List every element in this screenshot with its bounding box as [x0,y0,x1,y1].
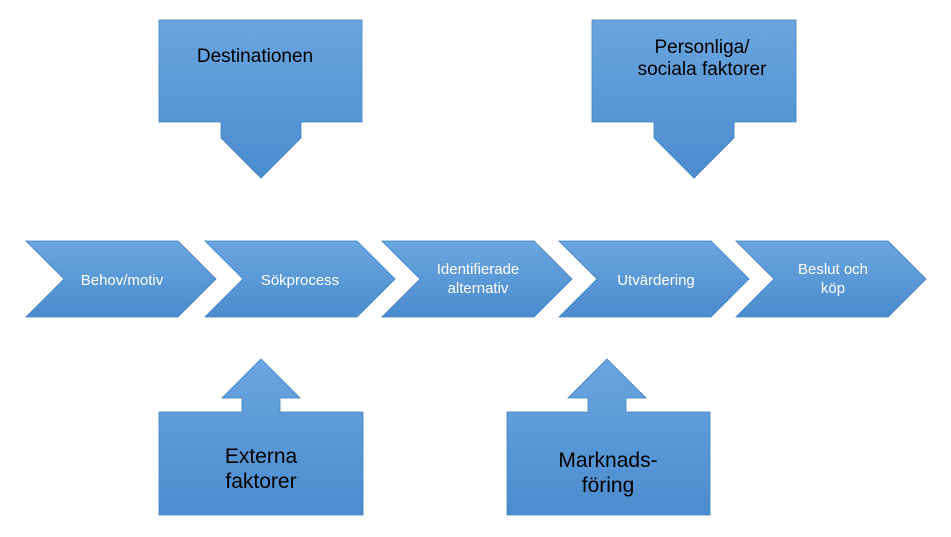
step-utvardering: Utvärdering [558,240,750,318]
text-line: Destinationen [197,46,313,67]
callout-personal-text: Personliga/sociala faktorer [638,37,768,80]
text-line: Utvärdering [617,272,695,289]
step-sokprocess: Sökprocess [204,240,396,318]
text-line: alternativ [448,280,509,297]
text-line: sociala faktorer [638,59,768,80]
text-line: Personliga/ [654,37,750,58]
callout-marketing: Marknads-föring [506,358,711,516]
callout-destination-text: Destinationen [197,46,313,67]
chevron-shape [735,240,927,318]
step-label: Behov/motiv [81,272,164,289]
text-line: Externa [225,445,298,468]
text-line: Behov/motiv [81,272,164,289]
callout-external-shape [158,358,364,516]
callout-destination: Destinationen [158,19,363,179]
callout-marketing-shape [506,358,711,516]
step-label: Beslut och köp [798,261,868,297]
chevron-shape [381,240,573,318]
chevron-shape [204,240,396,318]
step-label: Identifierade alternativ [437,261,520,297]
text-line: Beslut och [798,261,868,278]
text-line: Marknads- [558,449,657,472]
text-line: köp [821,280,845,297]
step-identifierade-alternativ: Identifierade alternativ [381,240,573,318]
text-line: Identifierade [437,261,520,278]
callout-personal: Personliga/sociala faktorer [591,19,797,179]
text-line: föring [582,474,635,497]
callout-personal-shape [591,19,797,179]
step-behov-motiv: Behov/motiv [25,240,217,318]
step-beslut-och-kop: Beslut och köp [735,240,927,318]
callout-destination-shape [158,19,363,179]
text-line: faktorer [225,470,296,493]
step-label: Utvärdering [617,272,695,289]
chevron-shape [25,240,217,318]
step-label: Sökprocess [261,272,339,289]
text-line: Sökprocess [261,272,339,289]
callout-marketing-text: Marknads-föring [558,449,657,497]
process-row: Behov/motiv Sökprocess Identifierade alte… [25,240,927,318]
chevron-shape [558,240,750,318]
